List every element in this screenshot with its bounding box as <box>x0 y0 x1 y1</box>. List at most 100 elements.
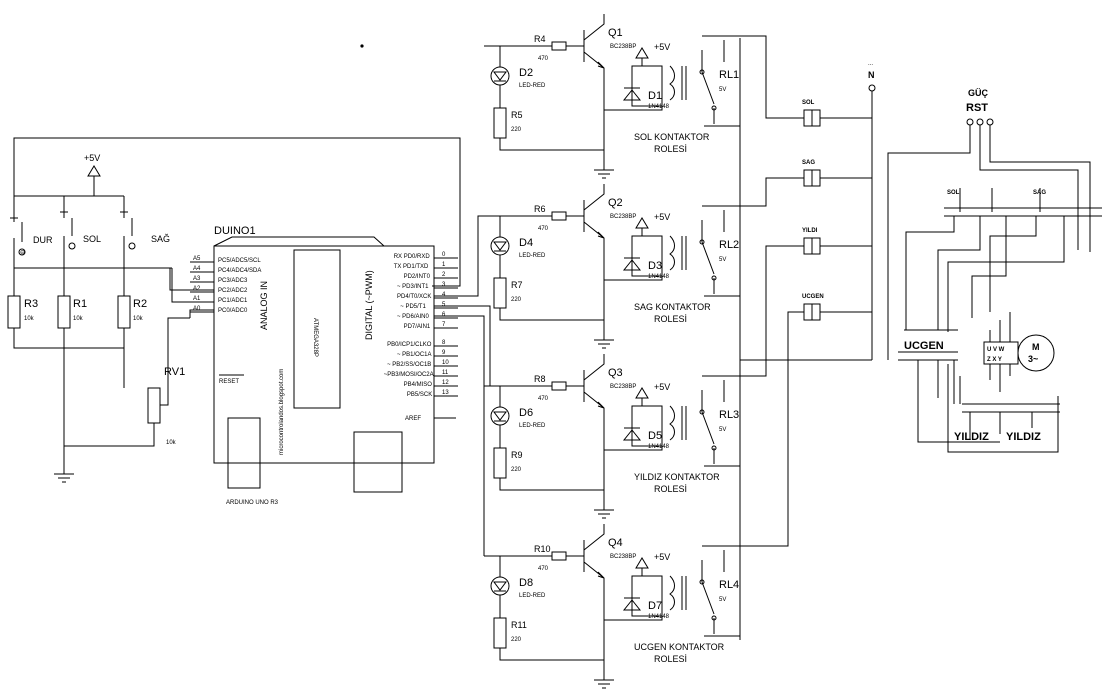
led-resistor-label: R7 <box>511 280 523 290</box>
led-label: D2 <box>519 67 533 79</box>
ground-icon <box>594 509 614 519</box>
base-resistor-value: 470 <box>538 566 549 572</box>
led-icon <box>490 66 510 86</box>
r3-label: R3 <box>24 298 38 310</box>
arduino-pin-name: ~ PD5/T1 <box>400 304 426 310</box>
neutral-terminal <box>868 84 876 92</box>
blog-label: microcontrolandos.blogspot.com <box>279 369 285 455</box>
diode-type: 1N4148 <box>648 444 670 450</box>
arduino-pin-name: ~ PD6/AIN0 <box>397 314 430 320</box>
diode-label: D5 <box>648 430 662 442</box>
arduino-pin-num: 4 <box>442 292 446 298</box>
stage-vcc-label: +5V <box>654 552 670 562</box>
r3-value: 10k <box>24 316 35 322</box>
base-resistor-label: R10 <box>534 544 551 554</box>
arduino-pin-name: PC2/ADC2 <box>218 288 248 294</box>
arduino-pin-name: PB0/ICP1/CLKO <box>387 342 432 348</box>
base-resistor <box>551 41 567 51</box>
arduino-pin-name: PC0/ADC0 <box>218 308 248 314</box>
power-sag-label: SAG <box>1033 190 1046 196</box>
led-resistor <box>493 447 507 479</box>
relay-voltage: 5V <box>719 597 726 603</box>
power-circuit: GÜÇ RST SOL SAG UCGEN U V W Z X Y M 3~ Y… <box>887 88 1102 453</box>
arduino-pin-num: 8 <box>442 340 446 346</box>
arduino-pin-name: PC1/ADC1 <box>218 298 248 304</box>
stage-vcc-label: +5V <box>654 382 670 392</box>
transistor-type: BC238BP <box>610 44 636 50</box>
arduino-pin-num: 6 <box>442 312 446 318</box>
arduino-pin-num: 2 <box>442 272 446 278</box>
diode-label: D7 <box>648 600 662 612</box>
relay-coil-icon <box>669 65 687 101</box>
relay-coil-icon <box>669 405 687 441</box>
diode-icon <box>604 58 663 111</box>
relay-coil-icon <box>669 235 687 271</box>
arduino-pin-name: ~ PB2/SS/OC1B <box>387 362 431 368</box>
transistor-label: Q2 <box>608 197 623 209</box>
stage-subtitle: ROLESİ <box>654 144 687 154</box>
potentiometer-rv1 <box>147 387 161 424</box>
motor-zxy: Z X Y <box>987 357 1002 363</box>
led-resistor <box>493 617 507 649</box>
base-resistor-value: 470 <box>538 226 549 232</box>
vcc-arrow-icon <box>635 387 649 399</box>
arduino-pin-num: 5 <box>442 302 446 308</box>
stage-subtitle: ROLESİ <box>654 314 687 324</box>
arduino-uno: DUINO1 ATMEGA328P ANALOG IN DIGITAL (~PW… <box>190 225 458 506</box>
coil-label: YILDI <box>802 228 818 234</box>
r1-value: 10k <box>73 316 84 322</box>
base-resistor-value: 470 <box>538 396 549 402</box>
led-resistor-value: 220 <box>511 297 522 303</box>
relay-coil-icon <box>669 575 687 611</box>
arduino-pin-num: 13 <box>442 390 449 396</box>
arduino-pin-name: PD2/INT0 <box>404 274 431 280</box>
arduino-pin-num: 7 <box>442 322 446 328</box>
transistor-icon <box>583 184 605 340</box>
rv1-value: 10k <box>166 440 177 446</box>
digital-label: DIGITAL (~PWM) <box>364 270 374 340</box>
svg-text:⊖: ⊖ <box>20 250 25 256</box>
power-ucgen-label: UCGEN <box>904 340 944 352</box>
contactor-coil: UCGEN <box>802 294 872 321</box>
transistor-label: Q4 <box>608 537 623 549</box>
arduino-pin-name: ~ PD3/INT1 <box>397 284 429 290</box>
led-resistor-value: 220 <box>511 467 522 473</box>
stage-title: SAG KONTAKTOR <box>634 302 711 312</box>
relay-label: RL1 <box>719 69 739 81</box>
stage-subtitle: ROLESİ <box>654 654 687 664</box>
reset-label: RESET <box>219 379 239 385</box>
transistor-type: BC238BP <box>610 384 636 390</box>
diode-icon <box>604 568 663 621</box>
contactor-coil: SAG <box>802 160 872 187</box>
base-resistor-label: R4 <box>534 34 546 44</box>
led-type: LED-RED <box>519 423 546 429</box>
contactor-coils: SOL SAG YILDI UCGEN <box>740 100 872 361</box>
power-yildiz2-label: YILDIZ <box>1006 431 1041 443</box>
diode-icon <box>604 228 663 281</box>
motor-3phase: 3~ <box>1028 354 1038 364</box>
chip-label: ATMEGA328P <box>312 318 318 357</box>
vcc-arrow-icon <box>635 47 649 59</box>
motor-uvw: U V W <box>987 347 1005 353</box>
relay-label: RL4 <box>719 579 739 591</box>
button-dur: ⊖ DUR <box>10 217 53 256</box>
stage-vcc-label: +5V <box>654 212 670 222</box>
arduino-pin-name: PD4/T0/XCK <box>397 294 431 300</box>
led-type: LED-RED <box>519 253 546 259</box>
power-title: GÜÇ <box>968 88 989 98</box>
r2-value: 10k <box>133 316 144 322</box>
led-type: LED-RED <box>519 593 546 599</box>
button-dur-label: DUR <box>33 235 53 245</box>
led-icon <box>490 576 510 596</box>
contactor-coil: SOL <box>802 100 872 127</box>
arduino-pin-num: 0 <box>442 252 446 258</box>
ground-icon <box>594 169 614 179</box>
led-type: LED-RED <box>519 83 546 89</box>
driver-stage: R10470D8LED-REDR11220Q4BC238BP+5VD71N414… <box>484 524 741 689</box>
transistor-icon <box>583 14 605 170</box>
power-yildiz1-label: YILDIZ <box>954 431 989 443</box>
arduino-pin-name: RX PD0/RXD <box>394 254 431 260</box>
arduino-pin-num: 9 <box>442 350 446 356</box>
arduino-pin-num: 1 <box>442 262 446 268</box>
input-circuit: +5V ⊖ DUR SOL SAĞ R3 10k R1 10k R2 10 <box>7 137 461 483</box>
